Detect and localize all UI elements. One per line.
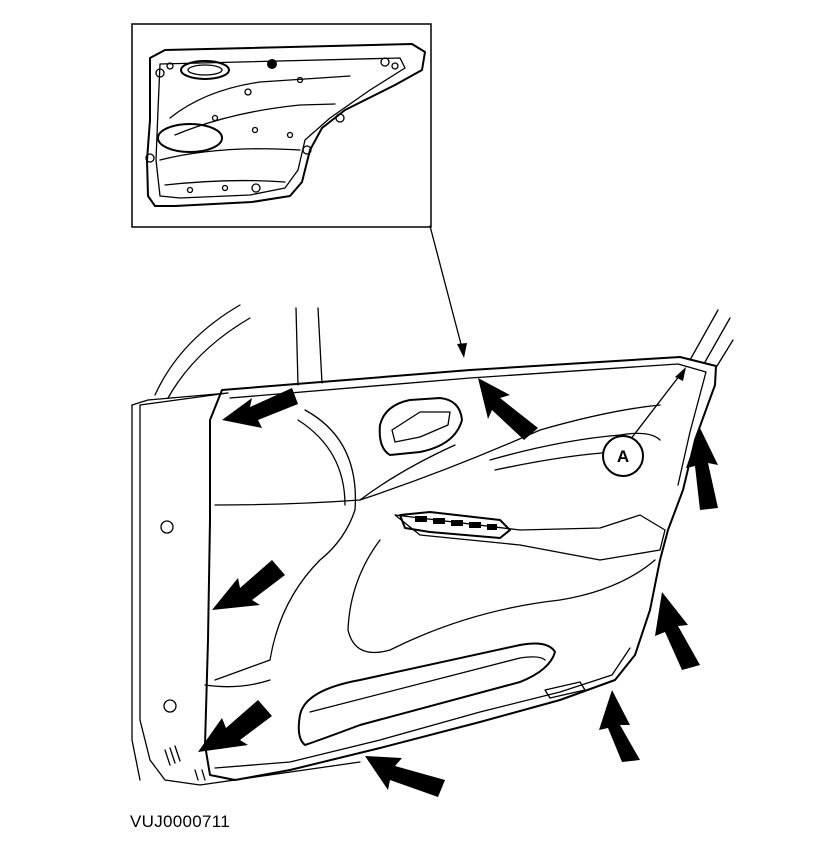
inset-handle-recess [180, 60, 230, 80]
inset-pocket-curve [159, 148, 301, 161]
trim-panel-outline [204, 356, 717, 781]
callout-a-circle [602, 435, 644, 477]
callout-a-leader [629, 374, 681, 441]
trim-panel-inner-edge [229, 363, 707, 486]
lower-panel-curve [204, 679, 271, 688]
inset-detail-view [131, 23, 432, 228]
figure-reference-id: VUJ0000711 [130, 812, 231, 831]
trim-panel [204, 356, 717, 781]
mirror-post-line-3 [716, 339, 734, 367]
clip-arrow-right-lower [599, 690, 640, 762]
clip-arrow-top-left [222, 388, 298, 428]
inset-leader-line [429, 225, 463, 349]
trim-vertical-curve [214, 409, 357, 681]
upper-trim-sweep-2 [359, 444, 456, 501]
trim-vertical-curve-2 [297, 419, 346, 506]
clip-arrow-right-middle [655, 592, 700, 670]
door-hole-lower [163, 699, 177, 713]
inset-armrest-curve [169, 75, 351, 119]
upper-trim-sweep [214, 404, 661, 506]
b-pillar-right [317, 307, 323, 384]
mirror-post-line-2 [704, 317, 731, 363]
callout-a-arrowhead [675, 367, 686, 381]
clip-arrow-top-center [478, 378, 538, 440]
door-hole-upper [160, 520, 174, 534]
mid-panel-bulge [347, 539, 656, 654]
inset-speaker-opening [157, 123, 223, 153]
window-frame-curve-inner [167, 317, 251, 399]
inset-panel-outline [146, 43, 426, 207]
door-shell-front-edge [131, 404, 141, 781]
clip-arrows [198, 378, 718, 797]
map-pocket-inner [309, 656, 546, 713]
door-handle-recess [378, 397, 463, 456]
door-hatching [164, 745, 206, 781]
map-pocket [297, 642, 556, 746]
clip-arrow-lower-left [198, 700, 272, 752]
window-switches [415, 516, 497, 530]
clip-arrow-right-upper [686, 428, 718, 510]
door-body [131, 304, 734, 786]
callout-a: A [602, 367, 686, 477]
window-switch-pack [399, 511, 511, 539]
callout-a-label: A [617, 447, 629, 466]
door-shell-outline [131, 392, 229, 786]
inset-pocket-bottom [164, 179, 286, 186]
inset-panel-inner-edge [155, 57, 406, 199]
inset-leader-arrowhead [457, 343, 467, 358]
trim-panel-lower-edge [214, 647, 631, 769]
clip-arrow-bottom-center [365, 756, 445, 797]
window-frame-curve [154, 304, 241, 396]
inset-armrest-curve-lower [174, 103, 336, 136]
mirror-post-line [689, 309, 719, 361]
pocket-trim-strip [544, 681, 586, 699]
armrest-edge [489, 432, 661, 461]
door-shell-bottom [199, 761, 361, 786]
armrest-edge-2 [494, 451, 616, 471]
armrest-top [394, 514, 666, 561]
inset-handle-recess-inner [187, 64, 223, 76]
b-pillar-left [295, 307, 299, 386]
inset-retaining-clips [145, 57, 399, 194]
door-handle-lever [391, 411, 451, 443]
clip-arrow-mid-left [212, 560, 285, 610]
